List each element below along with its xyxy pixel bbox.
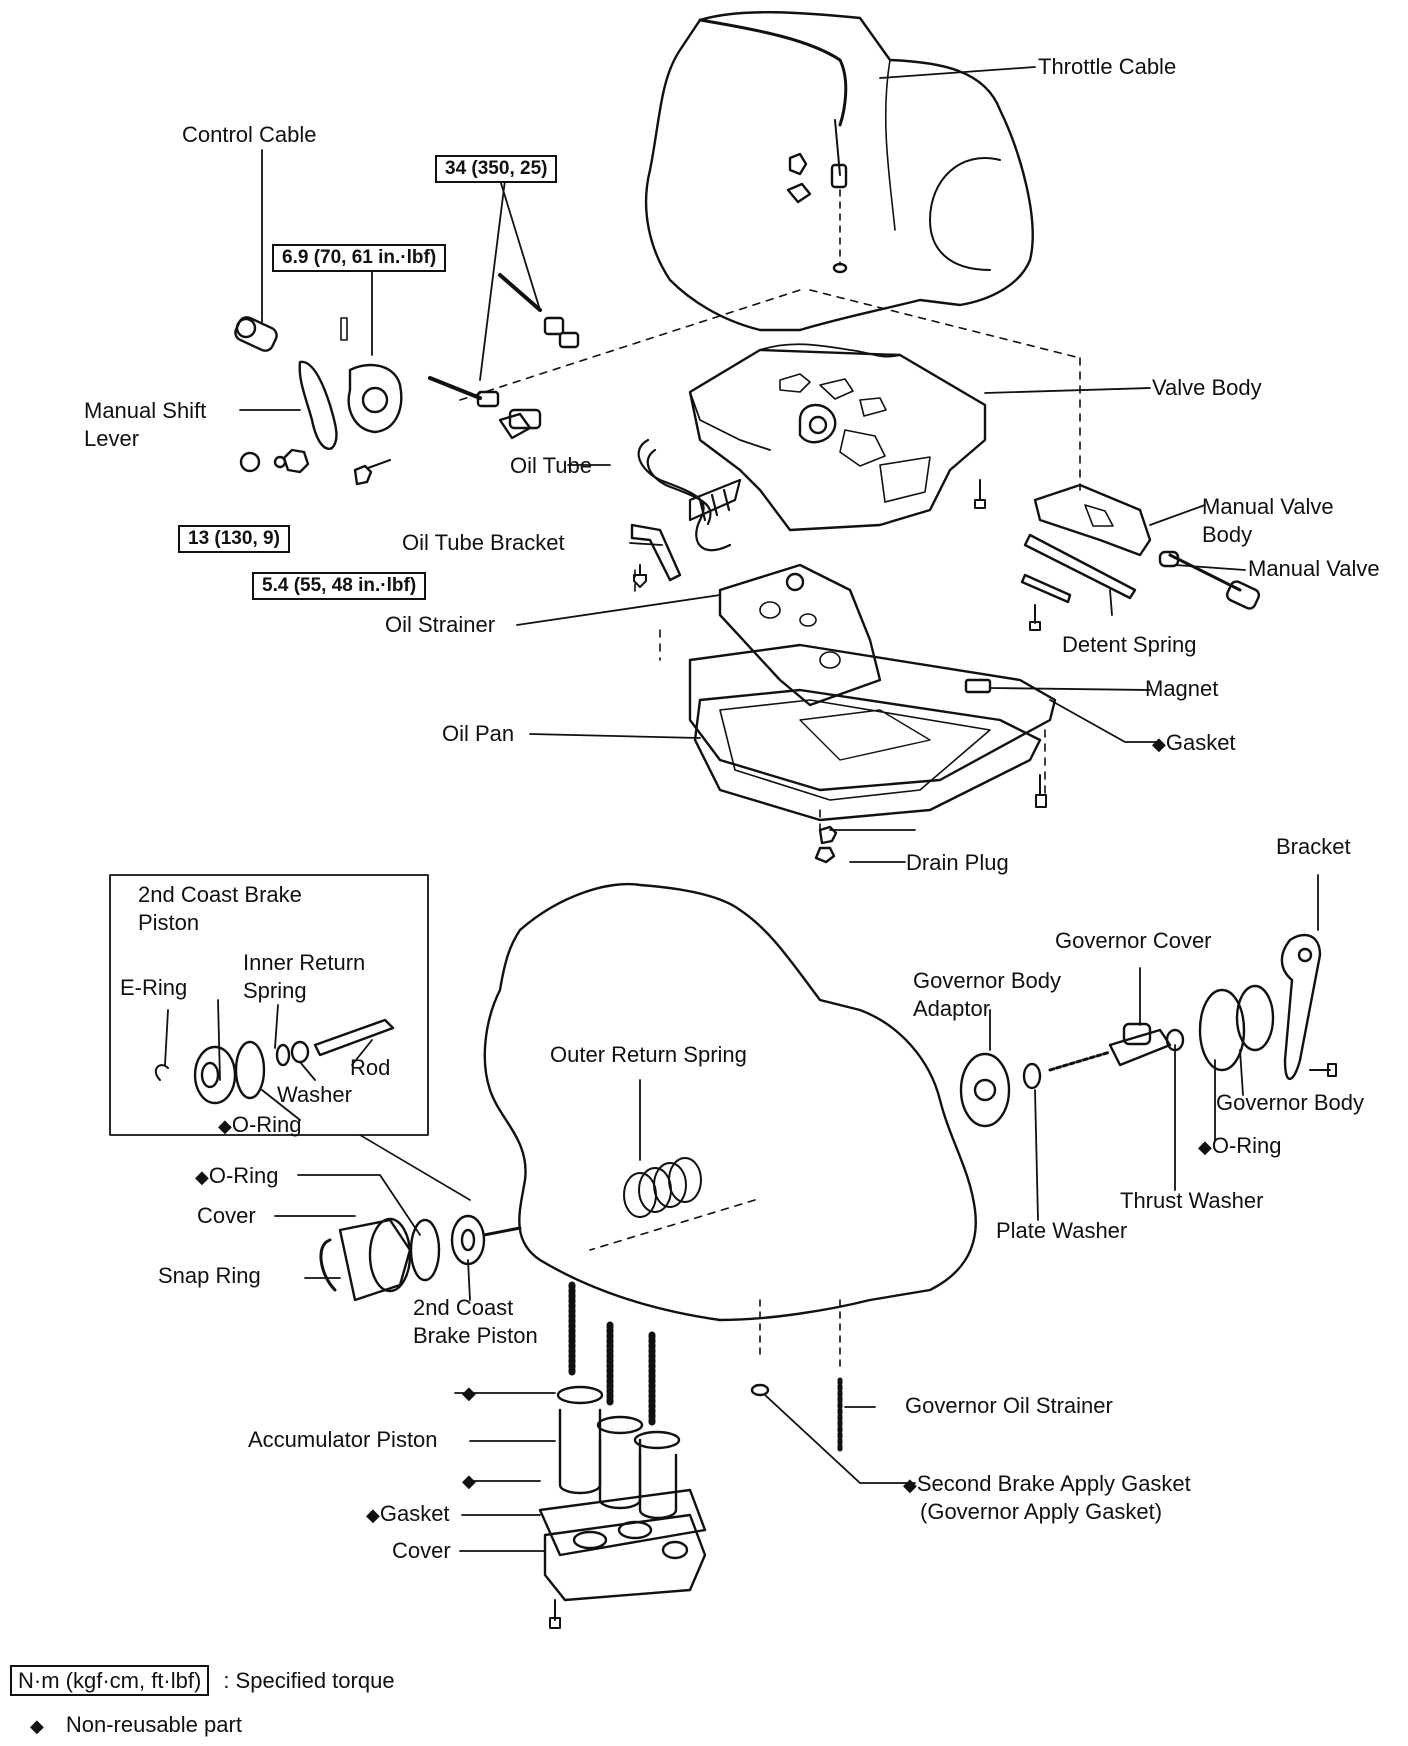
alignment-lines: [459, 289, 1081, 1251]
label-o-ring-cover: ◆O-Ring: [195, 1163, 279, 1190]
label-drain-plug: Drain Plug: [906, 850, 1009, 875]
oil-tube-part: [637, 438, 742, 552]
label-governor-oil-strainer: Governor Oil Strainer: [905, 1393, 1113, 1418]
label-outer-return-spring: Outer Return Spring: [550, 1042, 747, 1067]
label-inner-return-spring-1: Inner Return: [243, 950, 366, 975]
label-inner-return-spring-2: Spring: [243, 978, 307, 1003]
label-o-ring-governor: ◆O-Ring: [1198, 1133, 1282, 1160]
label-snap-ring: Snap Ring: [158, 1263, 261, 1288]
label-gasket-pan-text: Gasket: [1165, 730, 1236, 755]
legend-non-reusable-text: Non-reusable part: [65, 1712, 242, 1737]
label-detent-spring: Detent Spring: [1062, 632, 1197, 657]
label-o-ring-inset-text: O-Ring: [231, 1112, 302, 1137]
transmission-case-lower: [483, 882, 977, 1397]
valve-body-part: [688, 343, 987, 532]
label-washer: Washer: [277, 1082, 352, 1107]
label-gasket-accum: ◆Gasket: [366, 1501, 450, 1528]
label-manual-valve-body-1: Manual Valve: [1202, 494, 1334, 519]
legend-torque-unit: N·m (kgf·cm, ft·lbf): [10, 1665, 210, 1696]
legend-non-reusable-row: ◆ Non-reusable part: [30, 1712, 242, 1738]
label-2nd-coast-brake-piston-2: Brake Piston: [413, 1323, 538, 1348]
oil-pan-part: [688, 643, 1057, 864]
label-manual-shift-lever-1: Manual Shift: [84, 398, 207, 423]
label-diamond-accum-1: ◆: [462, 1379, 476, 1406]
label-manual-shift-lever-2: Lever: [84, 426, 140, 451]
label-oil-tube: Oil Tube: [510, 453, 592, 478]
label-oil-pan: Oil Pan: [442, 721, 515, 746]
label-2nd-coast-brake-piston-1: 2nd Coast: [413, 1295, 514, 1320]
inset-box: [109, 874, 471, 1201]
legend-torque-desc: : Specified torque: [223, 1668, 395, 1693]
label-throttle-cable: Throttle Cable: [1038, 54, 1177, 79]
diamond-icon: ◆: [218, 1116, 232, 1136]
label-second-brake-apply-gasket-2: (Governor Apply Gasket): [920, 1499, 1163, 1524]
manual-valve-parts: [1020, 483, 1261, 631]
leader-lines: [164, 66, 1319, 1552]
label-second-brake-apply-gasket-1: ◆Second Brake Apply Gasket: [903, 1471, 1191, 1498]
accumulator-parts: [538, 1281, 707, 1629]
label-thrust-washer: Thrust Washer: [1120, 1188, 1264, 1213]
label-inset-piston-2: Piston: [138, 910, 200, 935]
label-manual-valve: Manual Valve: [1248, 556, 1380, 581]
label-inset-piston-1: 2nd Coast Brake: [138, 882, 302, 907]
label-control-cable: Control Cable: [182, 122, 317, 147]
oil-strainer-part: [630, 523, 882, 707]
label-plate-washer: Plate Washer: [996, 1218, 1128, 1243]
label-oil-tube-bracket: Oil Tube Bracket: [402, 530, 565, 555]
transmission-case-upper: [644, 11, 1034, 332]
label-magnet: Magnet: [1145, 676, 1219, 701]
label-cover-accum: Cover: [392, 1538, 451, 1563]
label-gasket-accum-text: Gasket: [379, 1501, 450, 1526]
brake-cover-parts: [319, 1214, 522, 1302]
torque-spec-34: 34 (350, 25): [435, 155, 558, 183]
manual-shift-parts: [234, 273, 580, 486]
outer-return-spring-part: [623, 1157, 702, 1218]
label-governor-cover: Governor Cover: [1055, 928, 1212, 953]
label-oil-strainer: Oil Strainer: [385, 612, 496, 637]
diamond-icon: ◆: [462, 1383, 476, 1403]
torque-spec-6-9: 6.9 (70, 61 in.·lbf): [272, 244, 447, 272]
label-accumulator-piston: Accumulator Piston: [248, 1427, 438, 1452]
label-bracket: Bracket: [1276, 834, 1351, 859]
diamond-icon: ◆: [903, 1475, 917, 1495]
label-rod: Rod: [350, 1055, 391, 1080]
diamond-icon: ◆: [30, 1716, 44, 1736]
label-second-brake-apply-gasket-text: Second Brake Apply Gasket: [916, 1471, 1191, 1496]
inset-parts: [154, 1018, 395, 1105]
governor-parts: [959, 933, 1337, 1128]
diamond-icon: ◆: [366, 1505, 380, 1525]
label-cover: Cover: [197, 1203, 256, 1228]
torque-spec-13: 13 (130, 9): [178, 525, 290, 553]
label-gasket-pan: ◆Gasket: [1152, 730, 1236, 757]
label-governor-body-adaptor-2: Adaptor: [913, 996, 991, 1021]
label-e-ring: E-Ring: [120, 975, 188, 1000]
label-governor-body: Governor Body: [1216, 1090, 1364, 1115]
diamond-icon: ◆: [1152, 734, 1166, 754]
label-governor-body-adaptor-1: Governor Body: [913, 968, 1061, 993]
diamond-icon: ◆: [1198, 1137, 1212, 1157]
torque-spec-5-4: 5.4 (55, 48 in.·lbf): [252, 572, 427, 600]
legend-torque-row: N·m (kgf·cm, ft·lbf) : Specified torque: [10, 1665, 395, 1696]
label-o-ring-inset: ◆O-Ring: [218, 1112, 302, 1139]
label-diamond-accum-2: ◆: [462, 1467, 476, 1494]
diamond-icon: ◆: [462, 1471, 476, 1491]
label-o-ring-cover-text: O-Ring: [208, 1163, 279, 1188]
label-o-ring-governor-text: O-Ring: [1211, 1133, 1282, 1158]
label-valve-body: Valve Body: [1152, 375, 1262, 400]
diamond-icon: ◆: [195, 1167, 209, 1187]
label-manual-valve-body-2: Body: [1202, 522, 1253, 547]
